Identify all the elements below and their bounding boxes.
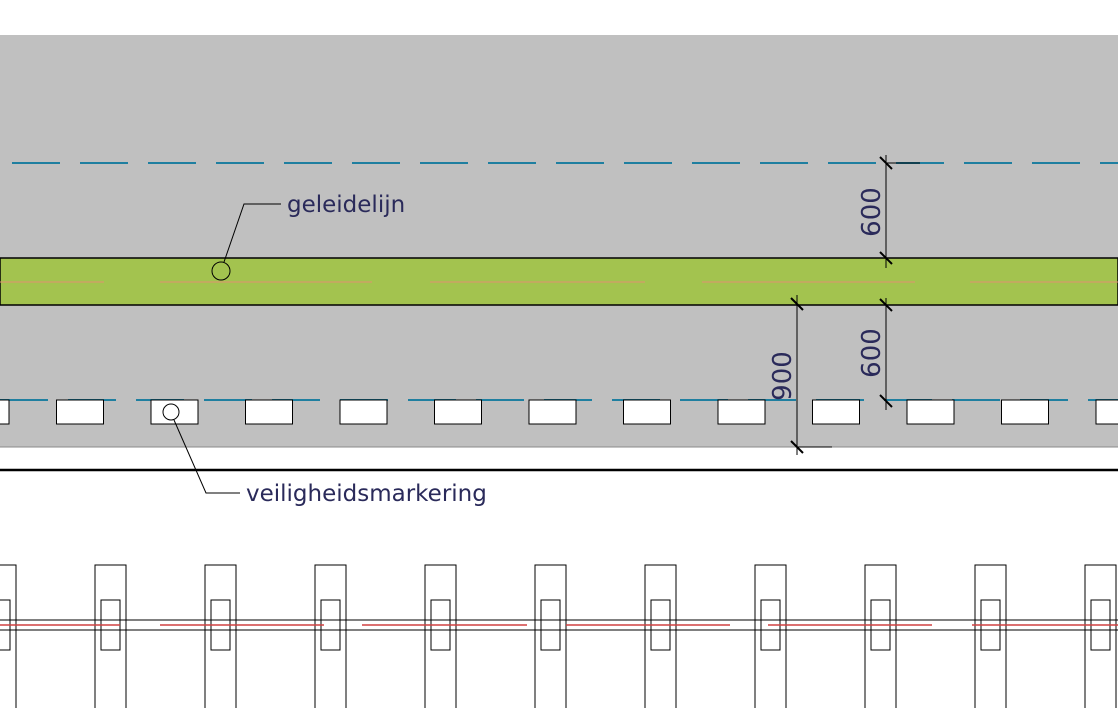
platform-surface [0,35,1118,447]
guide-line-label: geleidelijn [287,192,405,218]
safety-marking-label: veiligheidsmarkering [246,481,487,507]
dimension-900-value: 900 [768,351,798,401]
dimension-upper-tick-bottom [879,251,893,265]
dimension-upper-600: 600 [857,155,920,268]
dimension-900: 900 [768,295,832,455]
safety-tile [56,399,104,425]
safety-tile [434,399,482,425]
safety-tile [245,399,293,425]
dimension-lower-600: 600 [836,298,893,410]
dimension-upper-value: 600 [857,187,887,237]
sleeper [864,564,897,708]
safety-tile [339,399,388,425]
sleeper [424,564,457,708]
dimension-lower-tick-bottom [879,394,893,408]
guide-line-leader [223,203,281,263]
sleeper-fastening [540,599,561,651]
safety-tile [1001,399,1049,425]
safety-tile [1095,399,1118,425]
safety-tile [717,399,766,425]
safety-tile [812,399,860,425]
guide-line-callout-circle [211,261,231,281]
safety-marking-callout-circle [162,403,180,421]
safety-tile [623,399,671,425]
dimension-900-tick-top [790,297,804,311]
dimension-lower-value: 600 [857,328,887,378]
safety-marking-leader [173,419,240,494]
safety-tile [906,399,955,425]
safety-marking-tiles [0,399,1118,425]
guide-line-callout: geleidelijn [211,192,405,281]
track-sleepers [0,564,1117,708]
safety-tile [528,399,577,425]
safety-marking-callout: veiligheidsmarkering [162,403,487,507]
safety-tile [0,399,10,425]
track-rails [0,619,1118,631]
